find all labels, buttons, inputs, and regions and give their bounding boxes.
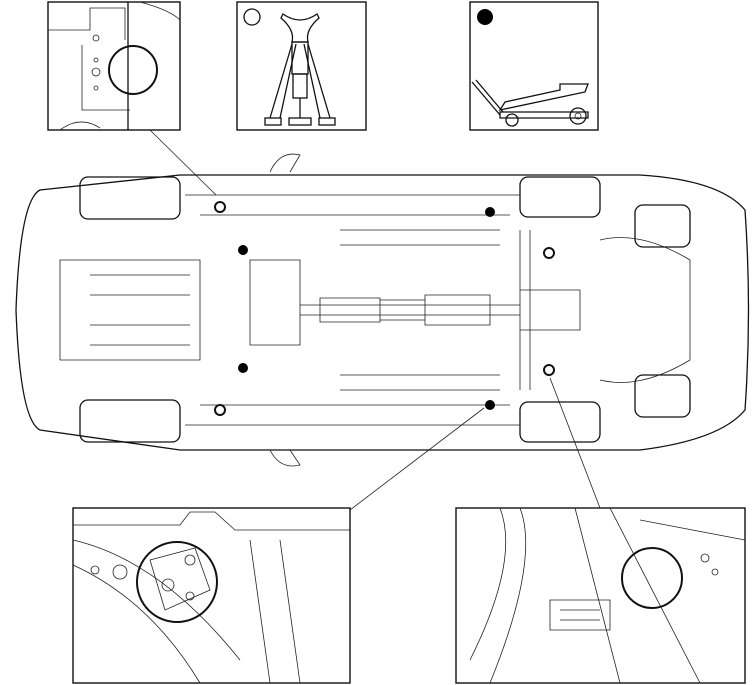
floor-jack-legend <box>469 1 599 131</box>
jack-stand-icon <box>264 13 336 126</box>
floor-jack-icon <box>471 79 589 127</box>
stand-point-front-left <box>214 201 226 213</box>
filled-circle-icon <box>477 9 493 25</box>
jack-point-rear-left <box>485 207 495 217</box>
lift-points <box>214 201 555 416</box>
stand-point-rear-left <box>543 247 555 259</box>
jack-point-front-right <box>238 363 248 373</box>
jack-point-detail-inset <box>72 507 351 684</box>
stand-point-front-right <box>214 404 226 416</box>
stand-point-rear-right <box>543 364 555 376</box>
jack-stand-legend <box>236 1 367 131</box>
jack-point-rear-right <box>485 400 495 410</box>
front-lift-point-detail-inset <box>47 1 181 131</box>
leader-lines <box>149 129 601 511</box>
stand-point-detail-inset <box>455 507 746 684</box>
vehicle-underbody <box>15 153 750 467</box>
jack-point-front-left <box>238 245 248 255</box>
open-circle-icon <box>243 8 261 26</box>
